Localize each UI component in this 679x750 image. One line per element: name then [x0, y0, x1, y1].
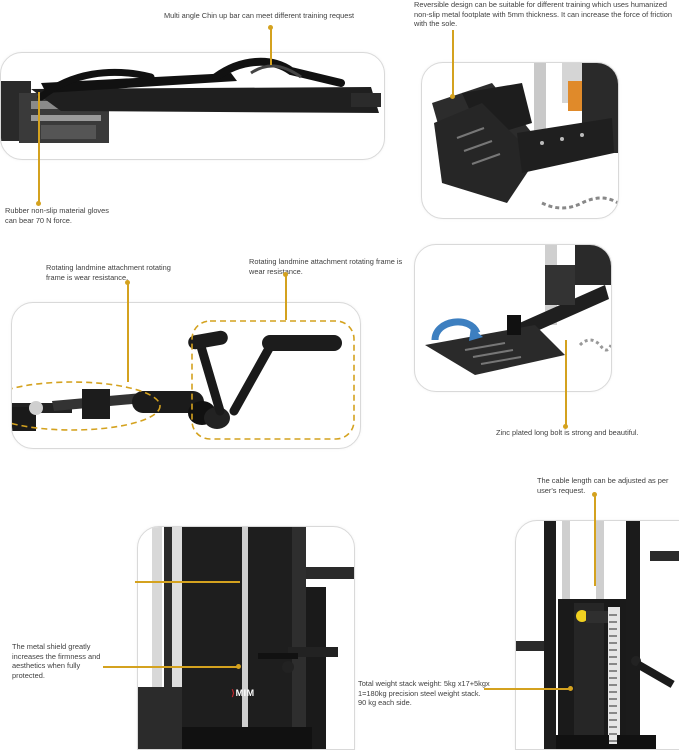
reversible-design-caption: Reversible design can be suitable for di…	[414, 0, 672, 29]
cable-length-marker	[592, 492, 597, 497]
zinc-bolt-caption: Zinc plated long bolt is strong and beau…	[496, 428, 639, 437]
metal-shield-illustration	[138, 527, 354, 749]
chin-up-bar-panel	[0, 52, 385, 160]
metal-shield-caption: The metal shield greatly increases the f…	[12, 642, 101, 680]
landmine-left-caption: Rotating landmine attachment rotating fr…	[46, 263, 171, 282]
landmine-left-marker	[125, 280, 130, 285]
rubber-gloves-caption: Rubber non-slip material gloves can bear…	[5, 206, 109, 225]
zinc-bolt-panel	[414, 244, 612, 392]
logo-mark-icon: ⟩	[231, 688, 236, 698]
chin-up-bar-illustration	[1, 57, 381, 143]
cable-length-caption: The cable length can be adjusted as per …	[537, 476, 669, 495]
weight-stack-leader	[484, 688, 570, 690]
zinc-bolt-illustration	[425, 245, 611, 375]
cable-length-leader	[594, 494, 596, 586]
landmine-left-leader	[127, 282, 129, 382]
landmine-right-caption: Rotating landmine attachment rotating fr…	[249, 257, 403, 276]
metal-shield-marker	[236, 664, 241, 669]
weight-stack-panel	[515, 520, 679, 750]
metal-shield-panel	[137, 526, 355, 750]
landmine-right-marker	[283, 272, 288, 277]
landmine-right-leader	[285, 274, 287, 320]
weight-stack-illustration	[516, 521, 679, 749]
rubber-gloves-marker	[36, 201, 41, 206]
weight-stack-marker	[568, 686, 573, 691]
chin-up-bar-marker	[268, 25, 273, 30]
metal-shield-leader	[103, 666, 238, 668]
rubber-gloves-leader	[38, 92, 40, 204]
landmine-illustration	[12, 320, 355, 440]
weight-stack-caption: Total weight stack weight: 5kg x17+5kgx …	[358, 679, 490, 708]
reversible-design-marker	[450, 94, 455, 99]
reversible-design-leader	[452, 30, 454, 96]
weight-stack-numbers	[609, 609, 617, 744]
chin-up-bar-caption: Multi angle Chin up bar can meet differe…	[164, 11, 355, 20]
landmine-panel	[11, 302, 361, 449]
chin-up-bar-leader	[270, 27, 272, 65]
brand-logo: ⟩MIM	[231, 688, 255, 698]
footplate-illustration	[432, 63, 618, 210]
footplate-panel	[421, 62, 619, 219]
zinc-bolt-leader	[565, 340, 567, 426]
zinc-bolt-marker	[563, 424, 568, 429]
metal-shield-upper-leader	[135, 581, 240, 583]
